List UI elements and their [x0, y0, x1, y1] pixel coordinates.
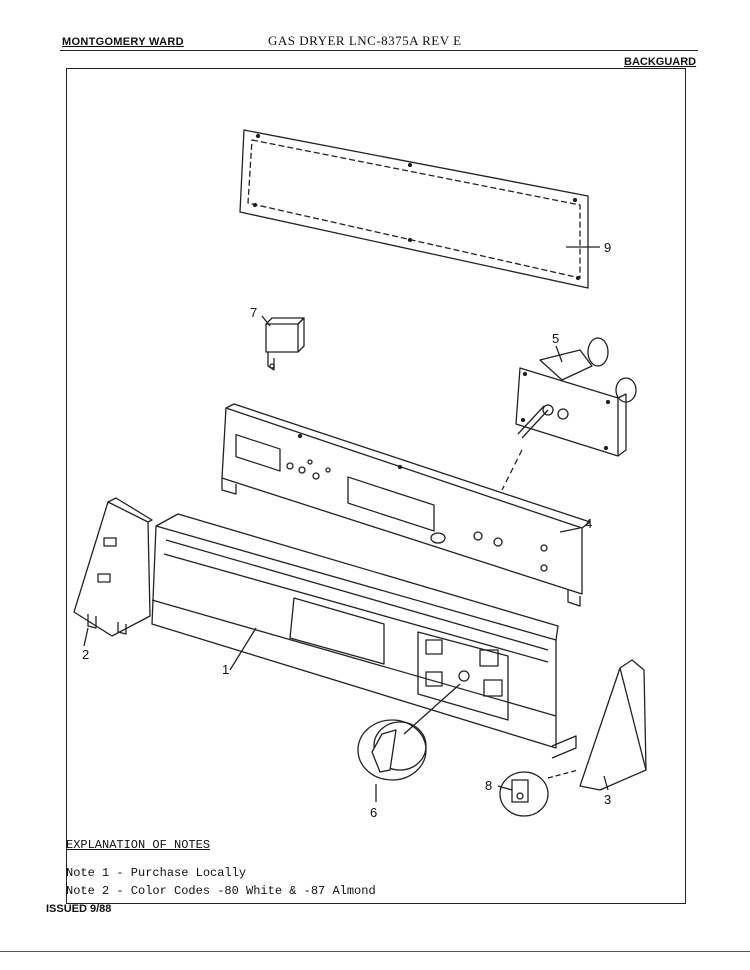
- callout-4: 4: [585, 516, 593, 531]
- callout-1: 1: [222, 662, 230, 677]
- notes-heading: EXPLANATION OF NOTES: [66, 838, 211, 852]
- part-7-switch: [261, 315, 305, 371]
- callout-3: 3: [604, 792, 612, 807]
- part-9-gasket: [239, 129, 600, 289]
- note-1: Note 1 - Purchase Locally: [66, 866, 247, 880]
- footer-rule: [0, 951, 750, 952]
- part-2-left-endcap: [73, 497, 153, 647]
- note-2: Note 2 - Color Codes -80 White & -87 Alm…: [66, 884, 376, 898]
- callout-2: 2: [82, 647, 90, 662]
- part-4-control-panel: [221, 403, 591, 607]
- part-1-backguard: [151, 513, 577, 759]
- section-label: BACKGUARD: [624, 56, 697, 68]
- part-6-knob: [357, 683, 461, 802]
- part-5-timer: [501, 337, 637, 491]
- document-title: GAS DRYER LNC-8375A REV E: [268, 33, 462, 48]
- callout-8: 8: [485, 778, 493, 793]
- callout-6: 6: [370, 805, 378, 820]
- callout-5: 5: [552, 331, 560, 346]
- callout-9: 9: [604, 240, 612, 255]
- issued-date: ISSUED 9/88: [46, 903, 112, 915]
- callout-7: 7: [250, 305, 258, 320]
- header-rule: [60, 50, 698, 51]
- part-8-clip: [497, 769, 579, 817]
- part-3-right-endcap: [579, 659, 647, 791]
- diagram-frame: [66, 68, 686, 904]
- brand-label: MONTGOMERY WARD: [62, 36, 184, 48]
